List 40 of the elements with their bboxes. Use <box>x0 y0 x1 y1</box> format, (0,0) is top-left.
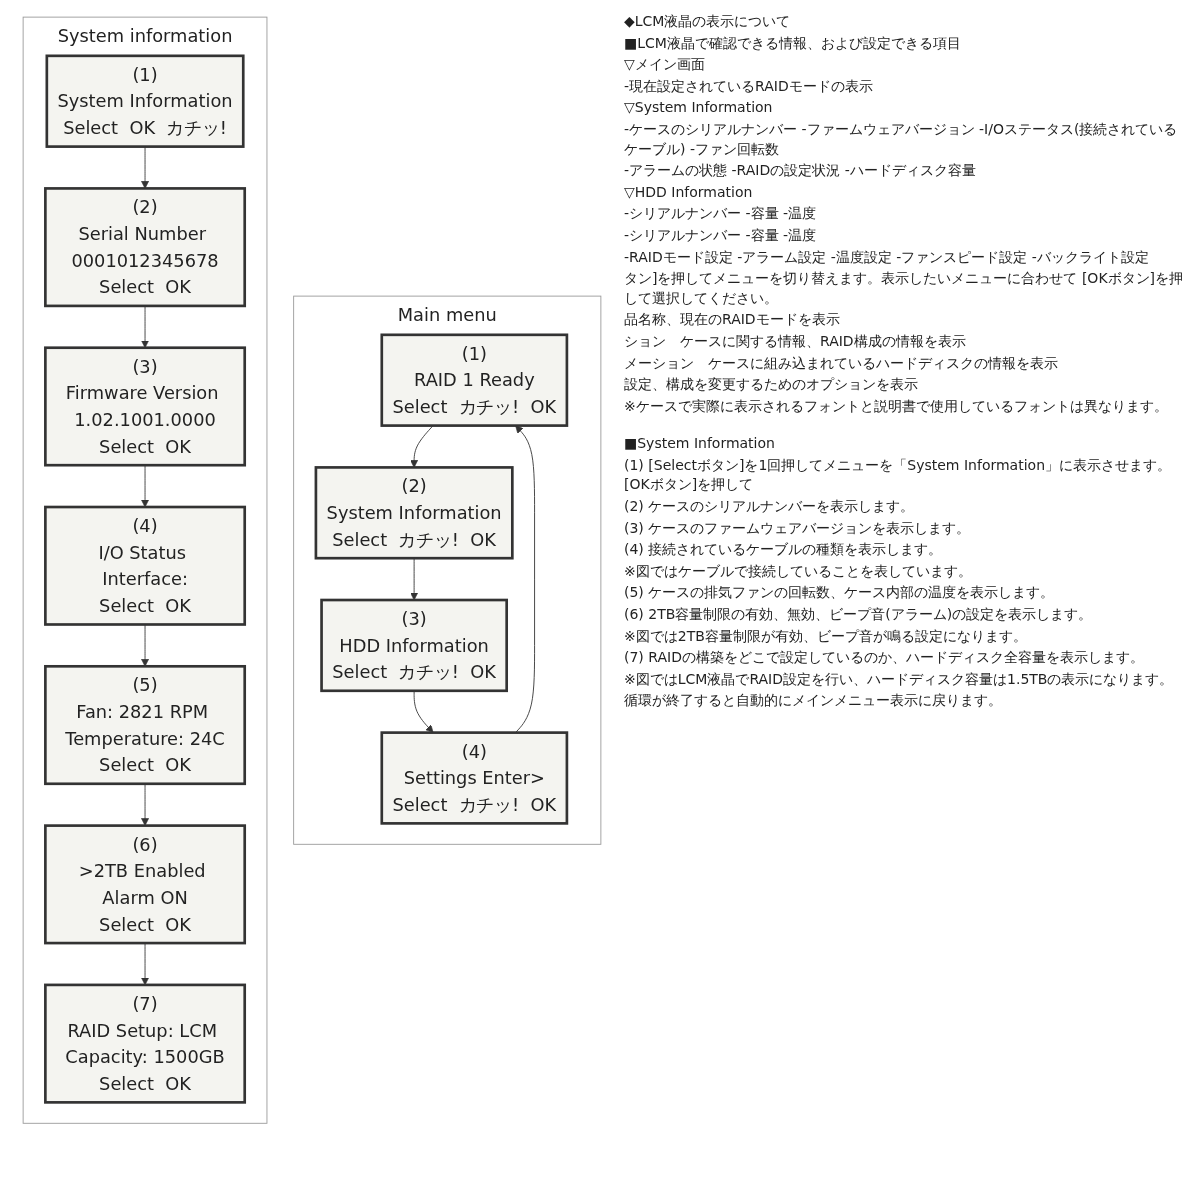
node-box: (3) Firmware Version 1.02.1001.0000 Select OK <box>44 346 247 467</box>
label-text: (5) ケースの排気ファンの回転数、ケース内部の温度を表示します。 <box>624 583 1056 603</box>
label-text: メーション ケースに組み込まれているハードディスクの情報を表示 <box>624 353 1059 373</box>
node-box: (4) Settings Enter> Select カチッ! OK <box>380 731 569 825</box>
label-text: ▽メイン画面 <box>624 55 706 75</box>
node-box: (2) System Information Select カチッ! OK <box>314 466 514 560</box>
label-text: ■LCM液晶で確認できる情報、および設定できる項目 <box>624 33 962 53</box>
label-text: -アラームの状態 -RAIDの設定状況 -ハードディスク容量 <box>624 161 977 181</box>
label-text: (1) [Selectボタン]を1回押してメニューを「System Information」に表示させます。[OKボタン]を押して <box>624 455 1172 495</box>
label-text: 循環が終了すると自動的にメインメニュー表示に戻ります。 <box>624 691 1003 711</box>
label-text: (6) 2TB容量制限の有効、無効、ビープ音(アラーム)の設定を表示します。 <box>624 605 1094 625</box>
label-text: (3) ケースのファームウェアバージョンを表示します。 <box>624 518 972 538</box>
label-text: タン]を押してメニューを切り替えます。表示したいメニューに合わせて [OKボタン]を押して選択してください。 <box>624 269 1184 308</box>
label-text: ※図では2TB容量制限が有効、ビープ音が鳴る設定になります。 <box>624 626 1028 646</box>
label-text: ▽HDD Information <box>624 182 754 202</box>
node-box: (1) RAID 1 Ready Select カチッ! OK <box>380 333 569 427</box>
label-text: ※図ではLCM液晶でRAID設定を行い、ハードディスク容量は1.5TBの表示になります。 <box>624 669 1175 689</box>
node-box: (5) Fan: 2821 RPM Temperature: 24C Select OK <box>44 664 247 786</box>
label-text: (7) RAIDの構築をどこで設定しているのか、ハードディスク全容量を表示します。 <box>624 648 1145 668</box>
label-text: -シリアルナンバー -容量 -温度 <box>624 225 818 245</box>
label-text: ■System Information <box>624 434 776 454</box>
label-text: -現在設定されているRAIDモードの表示 <box>624 76 874 96</box>
node-box: (7) RAID Setup: LCM Capacity: 1500GB Select OK <box>44 983 247 1104</box>
label-text: -ケースのシリアルナンバー -ファームウェアバージョン -I/Oステータス(接続されているケーブル) -ファン回転数 <box>624 119 1179 159</box>
label-text: ション ケースに関する情報、RAID構成の情報を表示 <box>624 331 967 351</box>
label-text: ※ケースで実際に表示されるフォントと説明書で使用しているフォントは異なります。 <box>624 396 1169 416</box>
node-box: (3) HDD Information Select カチッ! OK <box>320 598 508 693</box>
label-text: -RAIDモード設定 -アラーム設定 -温度設定 -ファンスピード設定 -バックライト設定 <box>624 247 1150 267</box>
label-text: ▽System Information <box>624 98 774 118</box>
label-text: ◆LCM液晶の表示について <box>624 12 792 31</box>
label-text: 設定、構成を変更するためのオプションを表示 <box>624 375 919 395</box>
label-text: (2) ケースのシリアルナンバーを表示します。 <box>624 497 916 517</box>
node-box: (2) Serial Number 0001012345678 Select OK <box>44 187 247 308</box>
node-box: (4) I/O Status Interface: Select OK <box>44 505 247 626</box>
node-box: (1) System Information Select OK カチッ! <box>45 54 245 148</box>
label-text: -シリアルナンバー -容量 -温度 <box>624 204 818 224</box>
label-text: (4) 接続されているケーブルの種類を表示します。 <box>624 540 944 560</box>
label-text: 品名称、現在のRAIDモードを表示 <box>624 310 841 330</box>
label-text: ※図ではケーブルで接続していることを表しています。 <box>624 561 973 581</box>
node-box: (6) >2TB Enabled Alarm ON Select OK <box>44 824 247 945</box>
